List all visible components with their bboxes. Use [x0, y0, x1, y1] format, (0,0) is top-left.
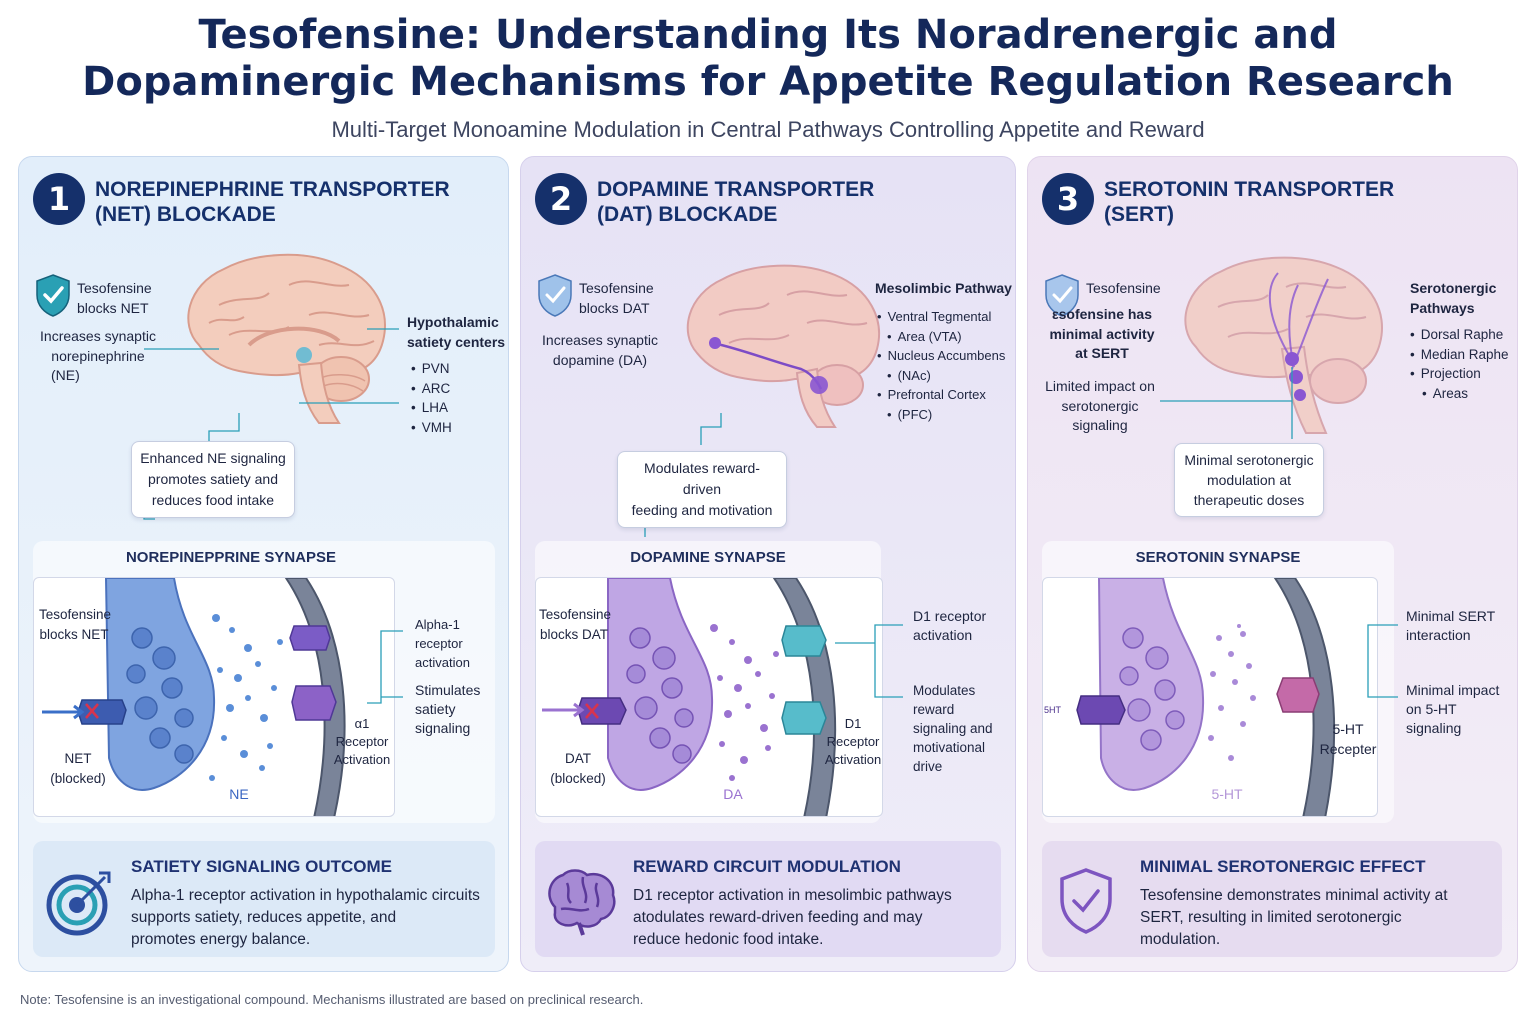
synapse-connectors — [367, 630, 403, 704]
outcome-text: Tesofensine demonstrates minimal activit… — [1140, 887, 1448, 948]
effect-callout: Minimal serotonergic modulation at thera… — [1174, 443, 1324, 517]
pathway-list: PVN ARC LHA VMH — [411, 359, 452, 437]
effect-callout: Modulates reward-driven feeding and moti… — [617, 451, 787, 528]
list-item: Projection — [1410, 364, 1509, 384]
receptor-label: D1 Receptor Activation — [824, 716, 882, 767]
footnote: Note: Tesofensine is an investigational … — [20, 992, 644, 1007]
outcome-text: Alpha-1 receptor activation in hypothala… — [131, 887, 480, 948]
outcome-title: REWARD CIRCUIT MODULATION — [633, 857, 901, 876]
neurotransmitter-label: DA — [723, 786, 743, 802]
synapse-connectors — [835, 624, 903, 698]
receptor-label: 5-HT Recepter — [1319, 721, 1377, 757]
neurotransmitter-label: 5-HT — [1211, 786, 1243, 802]
list-item: PVN — [411, 359, 452, 379]
receptor-effect-2: Stimulates satiety signaling — [415, 682, 481, 736]
brain-icon — [548, 869, 616, 936]
list-item: LHA — [411, 398, 452, 418]
synapse-illustration — [42, 578, 346, 816]
pathway-title: Mesolimbic Pathway — [875, 280, 1012, 296]
synapse-diagram — [1042, 577, 1378, 817]
step-number-badge: 3 — [1042, 173, 1094, 225]
list-item: Median Raphe — [1410, 345, 1509, 365]
list-item: Area (VTA) — [877, 327, 1005, 347]
badge-label: Tesofensine blocks NET — [77, 280, 152, 316]
list-item: Dorsal Raphe — [1410, 325, 1509, 345]
effect-label: Increases synaptic norepinephrine (NE) — [40, 328, 156, 383]
effect-callout: Enhanced NE signaling promotes satiety a… — [131, 441, 295, 518]
pathway-title: Hypothalamic satiety centers — [407, 314, 506, 350]
neurotransmitter-label: NE — [229, 786, 249, 802]
synapse-title: NOREPINEPPRINE SYNAPSE — [125, 549, 337, 566]
receptor-label: α1 Receptor Activation — [333, 716, 391, 767]
synapse-connectors — [1367, 624, 1398, 698]
receptor-effect-2: Minimal impact on 5-HT signaling — [1406, 682, 1500, 736]
outcome-box — [33, 841, 495, 957]
receptor-effect-1: Minimal SERT interaction — [1406, 608, 1496, 643]
shield-icon — [538, 274, 572, 317]
list-item: (NAc) — [877, 366, 1005, 386]
synapse-illustration — [1076, 578, 1336, 816]
list-item: Ventral Tegmental — [877, 307, 1005, 327]
list-item: Nucleus Accumbens — [877, 346, 1006, 366]
target-icon — [46, 871, 111, 936]
brain-illustration — [686, 264, 881, 428]
effect-label: Increases synaptic dopamine (DA) — [542, 332, 658, 368]
receptor-effect-1: D1 receptor activation — [913, 608, 987, 643]
shield-icon — [1045, 274, 1079, 317]
step-number-badge: 1 — [33, 173, 85, 225]
outcome-text: D1 receptor activation in mesolimbic pat… — [633, 887, 952, 948]
synapse-diagram — [33, 577, 395, 817]
shield-check-icon — [1060, 868, 1112, 934]
panel-title: NOREPINEPHRINE TRANSPORTER (NET) BLOCKAD… — [95, 178, 450, 226]
list-item: ARC — [411, 379, 452, 399]
badge-note: εsofensine has minimal activity at SERT — [1049, 306, 1155, 361]
panel-net-blockade: 1 NOREPINEPHRINE TRANSPORTER (NET) BLOCK… — [18, 156, 509, 972]
synapse-title: DOPAMINE SYNAPSE — [630, 549, 786, 566]
receptor-effect-1: Alpha-1 receptor activation — [415, 617, 470, 670]
outcome-box — [1042, 841, 1502, 957]
list-item: Prefrontal Cortex — [877, 385, 1005, 405]
transporter-label: DAT (blocked) — [550, 751, 606, 786]
step-number-badge: 2 — [535, 173, 587, 225]
panel-dat-blockade: 2 DOPAMINE TRANSPORTER (DAT) BLOCKADE Te… — [520, 156, 1016, 972]
panel-sert: 3 SEROTONIN TRANSPORTER (SERT) Tesofensi… — [1027, 156, 1518, 972]
connector-lines — [1160, 367, 1293, 439]
brain-illustration — [1184, 256, 1384, 434]
synapse-title: SEROTONIN SYNAPSE — [1135, 549, 1301, 566]
synapse-drug-label: Tesofensine blocks DAT — [539, 607, 612, 642]
pathway-list: Dorsal Raphe Median Raphe Projection Are… — [1410, 325, 1509, 403]
shield-check-icon — [36, 274, 70, 317]
list-item: (PFC) — [877, 405, 1005, 425]
receptor-effect-2: Modulates reward signaling and motivatio… — [913, 683, 993, 774]
synapse-drug-label: 5HT — [1044, 705, 1062, 715]
outcome-title: MINIMAL SEROTONERGIC EFFECT — [1140, 857, 1426, 876]
list-item: Areas — [1410, 384, 1509, 404]
effect-label: Limited impact on serotonergic signaling — [1045, 378, 1155, 433]
page-title: Tesofensine: Understanding Its Noradrene… — [82, 12, 1454, 105]
pathway-list: Ventral Tegmental Area (VTA) Nucleus Acc… — [877, 307, 1006, 425]
connector-lines — [143, 328, 399, 520]
synapse-drug-label: Tesofensine blocks NET — [39, 607, 112, 642]
synapse-illustration — [542, 578, 837, 816]
panel-title: DOPAMINE TRANSPORTER (DAT) BLOCKADE — [597, 178, 875, 226]
panel-title: SEROTONIN TRANSPORTER (SERT) — [1104, 178, 1395, 226]
list-item: VMH — [411, 418, 452, 438]
transporter-label: NET (blocked) — [50, 751, 106, 786]
outcome-title: SATIETY SIGNALING OUTCOME — [131, 857, 392, 876]
pathway-title: Serotonergic Pathways — [1410, 280, 1497, 316]
brain-illustration — [187, 253, 386, 424]
badge-label: Tesofensine — [1086, 280, 1161, 296]
badge-label: Tesofensine blocks DAT — [579, 280, 654, 316]
page-subtitle: Multi-Target Monoamine Modulation in Cen… — [331, 117, 1205, 142]
